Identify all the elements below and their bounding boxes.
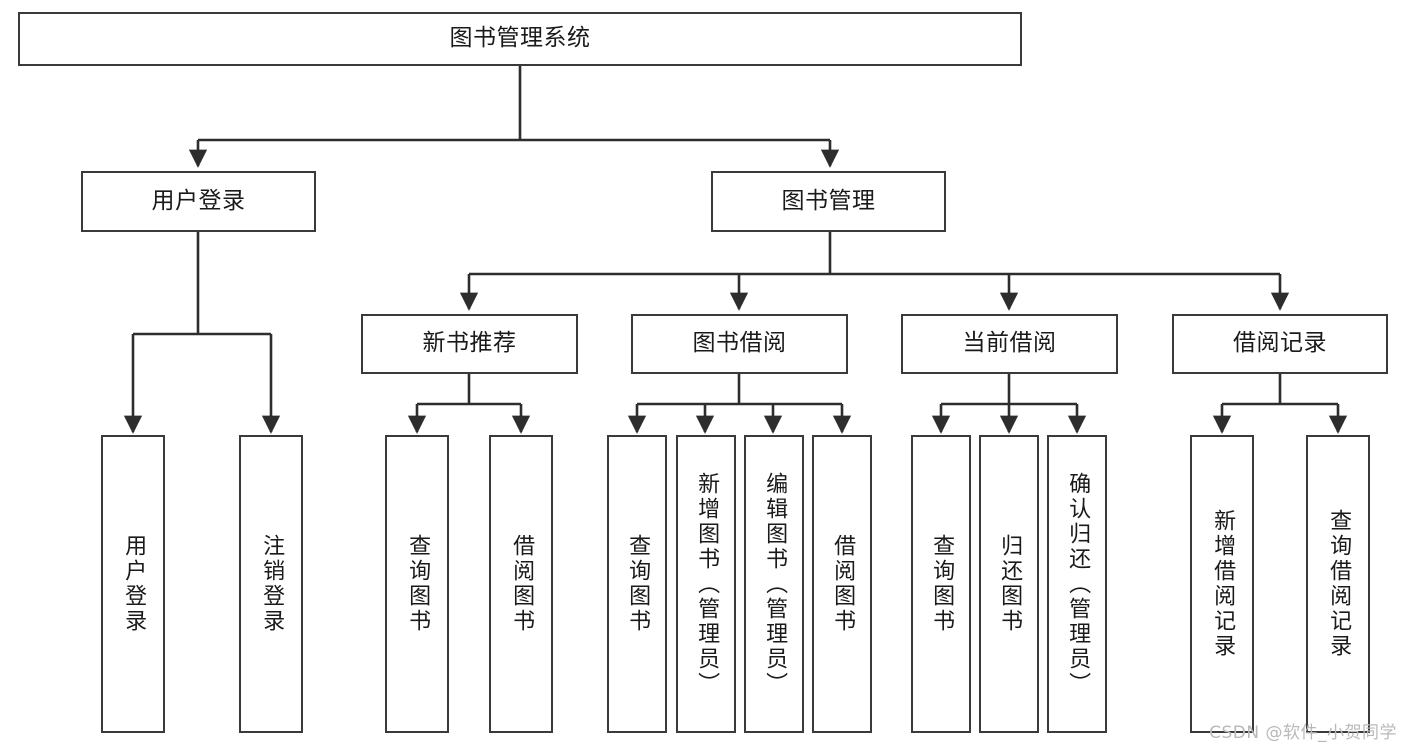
leaf-current-borrow-confirm[interactable]: 确认归还（管理员） (1047, 435, 1107, 733)
leaf-book-borrow-add[interactable]: 新增图书（管理员） (676, 435, 736, 733)
leaf-book-borrow-edit[interactable]: 编辑图书（管理员） (744, 435, 804, 733)
leaf-current-borrow-return-label: 归还图书 (997, 534, 1023, 634)
leaf-book-borrow-query[interactable]: 查询图书 (607, 435, 667, 733)
leaf-borrow-record-query-label: 查询借阅记录 (1326, 509, 1352, 659)
node-borrow-record[interactable]: 借阅记录 (1172, 314, 1388, 374)
leaf-user-login-logout-label: 注销登录 (259, 534, 285, 634)
node-user-login[interactable]: 用户登录 (81, 171, 316, 232)
node-book-borrow-label: 图书借阅 (692, 330, 787, 357)
leaf-user-login-logout[interactable]: 注销登录 (239, 435, 303, 733)
node-root[interactable]: 图书管理系统 (18, 12, 1022, 66)
leaf-borrow-record-query[interactable]: 查询借阅记录 (1306, 435, 1370, 733)
leaf-new-book-query-label: 查询图书 (405, 534, 431, 634)
node-current-borrow-label: 当前借阅 (962, 330, 1057, 357)
node-new-book-recommend[interactable]: 新书推荐 (361, 314, 578, 374)
node-book-manage[interactable]: 图书管理 (711, 171, 946, 232)
node-current-borrow[interactable]: 当前借阅 (901, 314, 1118, 374)
leaf-new-book-borrow[interactable]: 借阅图书 (489, 435, 553, 733)
leaf-new-book-borrow-label: 借阅图书 (509, 534, 535, 634)
node-borrow-record-label: 借阅记录 (1233, 330, 1327, 357)
leaf-user-login-login-label: 用户登录 (121, 534, 147, 634)
leaf-book-borrow-add-label: 新增图书（管理员） (694, 471, 720, 697)
node-book-borrow[interactable]: 图书借阅 (631, 314, 848, 374)
leaf-book-borrow-borrow-label: 借阅图书 (830, 534, 856, 634)
leaf-new-book-query[interactable]: 查询图书 (385, 435, 449, 733)
node-new-book-recommend-label: 新书推荐 (422, 330, 517, 357)
leaf-book-borrow-edit-label: 编辑图书（管理员） (762, 471, 788, 697)
leaf-borrow-record-add[interactable]: 新增借阅记录 (1190, 435, 1254, 733)
node-user-login-label: 用户登录 (151, 187, 246, 214)
leaf-current-borrow-confirm-label: 确认归还（管理员） (1065, 471, 1091, 697)
leaf-current-borrow-return[interactable]: 归还图书 (979, 435, 1039, 733)
leaf-book-borrow-borrow[interactable]: 借阅图书 (812, 435, 872, 733)
node-book-manage-label: 图书管理 (781, 187, 876, 214)
leaf-current-borrow-query[interactable]: 查询图书 (911, 435, 971, 733)
leaf-borrow-record-add-label: 新增借阅记录 (1210, 509, 1236, 659)
leaf-current-borrow-query-label: 查询图书 (929, 534, 955, 634)
csdn-watermark: CSDN @软件_小贺同学 (1209, 723, 1397, 743)
leaf-user-login-login[interactable]: 用户登录 (101, 435, 165, 733)
leaf-book-borrow-query-label: 查询图书 (625, 534, 651, 634)
node-root-label: 图书管理系统 (449, 25, 591, 52)
